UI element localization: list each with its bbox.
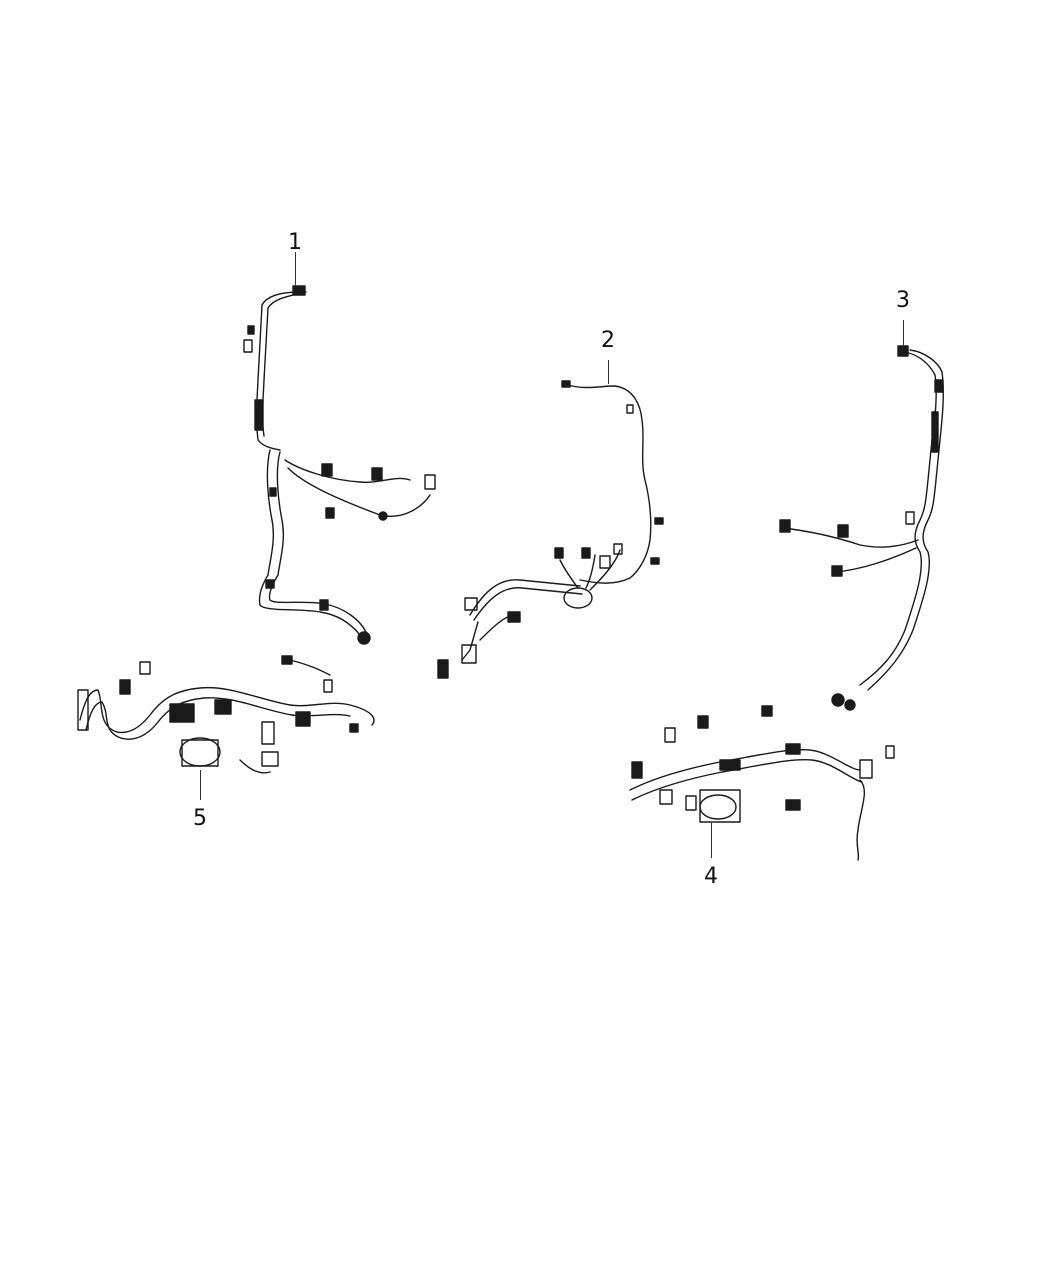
callout-leader-2 [608, 360, 609, 384]
harness-part-4 [629, 705, 895, 861]
callout-5: 5 [193, 806, 207, 831]
harness-part-5 [77, 655, 375, 774]
callout-4: 4 [704, 864, 718, 889]
callout-3: 3 [896, 288, 910, 313]
harness-part-3 [779, 345, 944, 711]
harness-part-2 [437, 380, 664, 679]
callout-leader-5 [200, 770, 201, 800]
harness-part-1 [243, 285, 436, 645]
callout-1: 1 [288, 230, 302, 255]
callout-leader-4 [711, 822, 712, 858]
callout-leader-3 [903, 320, 904, 346]
callout-2: 2 [601, 328, 615, 353]
callout-leader-1 [295, 252, 296, 286]
